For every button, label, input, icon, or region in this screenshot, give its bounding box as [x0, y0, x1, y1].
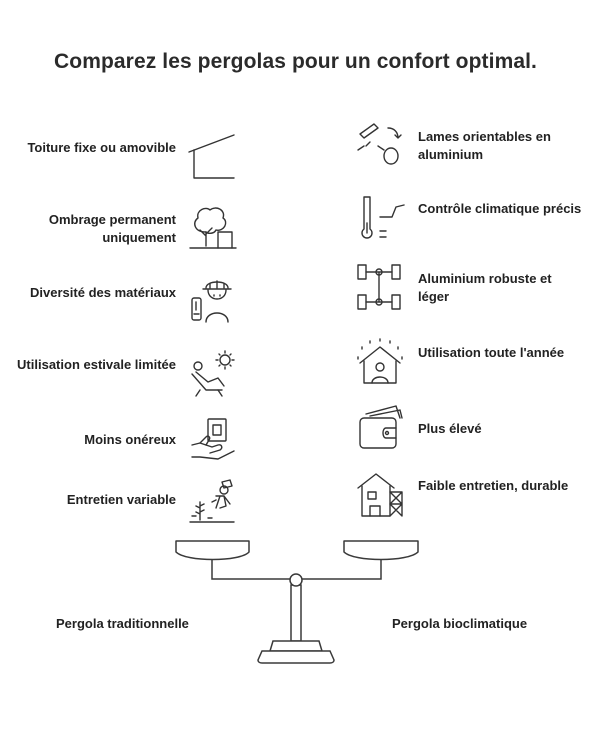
left-item-label: Entretien variable — [66, 492, 176, 507]
right-item-label: Faible entretien, durable — [418, 478, 569, 493]
left-item-label: Toiture fixe ou amovible — [27, 140, 176, 155]
gardener-icon — [186, 476, 236, 526]
roof-icon — [186, 132, 236, 182]
thermometer-icon — [356, 193, 406, 243]
scale-pillar — [290, 584, 302, 642]
hand-money-icon — [188, 415, 238, 465]
scale-base — [257, 650, 335, 664]
left-item-label: Utilisation estivale limitée — [17, 357, 176, 372]
right-item-label: Lames orientables en aluminium — [418, 129, 551, 162]
left-item-label: Ombrage permanent uniquement — [48, 212, 176, 245]
right-item-label: Aluminium robuste et léger — [418, 271, 552, 304]
page-title: Comparez les pergolas pour un confort op… — [54, 50, 537, 73]
tree-icon — [188, 202, 238, 252]
left-heading: Pergola traditionnelle — [56, 616, 189, 631]
worker-icon — [188, 274, 238, 324]
right-item-label: Contrôle climatique précis — [418, 201, 582, 216]
scale-base-top — [268, 640, 324, 652]
sun-lounger-icon — [188, 348, 238, 398]
left-scale-pan — [175, 540, 250, 561]
scale-pivot — [289, 573, 303, 587]
wallet-icon — [356, 404, 406, 454]
chassis-icon — [356, 263, 406, 313]
right-heading: Pergola bioclimatique — [392, 616, 528, 631]
scale-beam — [211, 560, 382, 580]
right-item-label: Plus élevé — [418, 421, 482, 436]
building-scaffold-icon — [356, 470, 406, 520]
right-item-label: Utilisation toute l'année — [418, 345, 565, 360]
right-scale-pan — [343, 540, 419, 561]
rotating-blades-icon — [356, 120, 406, 170]
left-item-label: Moins onéreux — [84, 432, 176, 447]
left-item-label: Diversité des matériaux — [30, 285, 176, 300]
house-weather-icon — [356, 337, 406, 387]
